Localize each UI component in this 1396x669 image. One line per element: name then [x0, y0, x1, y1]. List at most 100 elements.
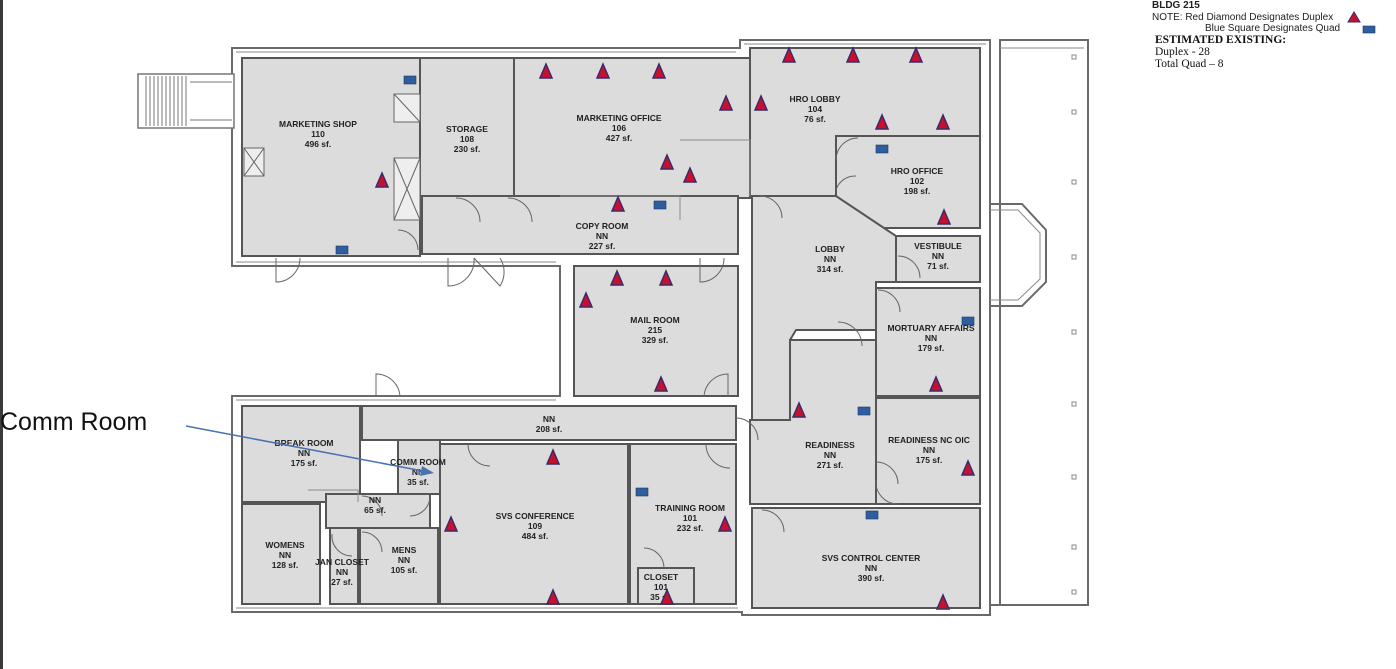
duplex-marker: [658, 269, 674, 286]
label-mortuary-affairs-area: 179 sf.: [918, 343, 944, 353]
room-mail-room: [573, 265, 739, 397]
duplex-marker: [718, 94, 734, 111]
room-readiness-nc-oic: [875, 397, 981, 505]
label-readiness-nc-oic-name: READINESS NC OIC: [888, 435, 970, 445]
label-comm-room-area: 35 sf.: [407, 477, 429, 487]
duplex-marker: [936, 208, 952, 225]
label-hro-office-name: HRO OFFICE: [891, 166, 944, 176]
label-nn-65-num: NN: [369, 495, 381, 505]
label-lobby-name: LOBBY: [815, 244, 845, 254]
label-copy-room-name: COPY ROOM: [576, 221, 629, 231]
duplex-marker: [781, 46, 797, 63]
label-readiness-area: 271 sf.: [817, 460, 843, 470]
label-copy-room-num: NN: [596, 231, 608, 241]
label-vestibule-area: 71 sf.: [927, 261, 949, 271]
label-womens-num: NN: [279, 550, 291, 560]
duplex-marker: [960, 459, 976, 476]
label-hro-office-area: 198 sf.: [904, 186, 930, 196]
label-hro-lobby-name: HRO LOBBY: [790, 94, 841, 104]
page-edge-bar: [0, 0, 3, 669]
interior-details: [243, 93, 751, 502]
label-svs-control-center-area: 390 sf.: [858, 573, 884, 583]
duplex-marker: [609, 269, 625, 286]
label-svs-control-center-name: SVS CONTROL CENTER: [822, 553, 921, 563]
label-hro-lobby-area: 76 sf.: [804, 114, 826, 124]
label-comm-room-num: NN: [412, 467, 424, 477]
room-marketing-office: [513, 57, 751, 199]
room-mortuary-affairs: [875, 287, 981, 397]
legend-note-line1: NOTE: Red Diamond Designates Duplex: [1152, 11, 1334, 23]
label-readiness-nc-oic-area: 175 sf.: [916, 455, 942, 465]
label-readiness-num: NN: [824, 450, 836, 460]
room-marketing-shop: [241, 57, 421, 257]
label-hro-lobby-num: 104: [808, 104, 822, 114]
vestibule-bay: [990, 203, 1047, 307]
exterior-dots: [1071, 54, 1077, 595]
room-svs-conference: [439, 443, 629, 605]
quad-marker: [961, 316, 975, 326]
quad-marker: [865, 510, 879, 520]
label-womens-name: WOMENS: [265, 540, 305, 550]
duplex-marker: [659, 153, 675, 170]
duplex-marker: [443, 515, 459, 532]
label-readiness-name: READINESS: [805, 440, 855, 450]
duplex-marker: [935, 593, 951, 610]
quad-marker: [635, 487, 649, 497]
duplex-marker: [538, 62, 554, 79]
label-break-room-name: BREAK ROOM: [274, 438, 333, 448]
duplex-marker: [374, 171, 390, 188]
room-corridor: [361, 405, 737, 441]
legend: BLDG 215 NOTE: Red Diamond Designates Du…: [1152, 0, 1392, 70]
label-mens-name: MENS: [392, 545, 417, 555]
duplex-marker: [651, 62, 667, 79]
quad-marker: [857, 406, 871, 416]
quad-marker: [335, 245, 349, 255]
room-storage: [419, 57, 515, 221]
room-womens: [241, 503, 321, 605]
label-hro-office-num: 102: [910, 176, 924, 186]
duplex-marker: [610, 195, 626, 212]
label-mortuary-affairs-num: NN: [925, 333, 937, 343]
label-break-room-num: NN: [298, 448, 310, 458]
label-storage-name: STORAGE: [446, 124, 488, 134]
duplex-marker: [578, 291, 594, 308]
door-swings: [275, 137, 921, 569]
label-svs-control-center-num: NN: [865, 563, 877, 573]
duplex-marker: [717, 515, 733, 532]
label-break-room-area: 175 sf.: [291, 458, 317, 468]
comm-room-arrow: [185, 425, 434, 476]
legend-building: BLDG 215: [1152, 0, 1200, 11]
label-marketing-shop-num: 110: [311, 129, 325, 139]
room-copy-room: [421, 195, 739, 255]
label-marketing-shop-area: 496 sf.: [305, 139, 331, 149]
duplex-marker: [908, 46, 924, 63]
duplex-marker: [545, 588, 561, 605]
legend-estimated-heading: ESTIMATED EXISTING:: [1155, 34, 1287, 46]
room-break-room: [241, 405, 361, 503]
label-jan-closet-name: JAN CLOSET: [315, 557, 370, 567]
label-training-room-num: 101: [683, 513, 697, 523]
label-svs-conference-name: SVS CONFERENCE: [496, 511, 575, 521]
label-closet-num: 101: [654, 582, 668, 592]
duplex-marker: [791, 401, 807, 418]
duplex-marker: [682, 166, 698, 183]
label-marketing-office-name: MARKETING OFFICE: [577, 113, 662, 123]
duplex-marker: [874, 113, 890, 130]
label-copy-room-area: 227 sf.: [589, 241, 615, 251]
label-mens-area: 105 sf.: [391, 565, 417, 575]
label-svs-conference-num: 109: [528, 521, 542, 531]
duplex-marker: [753, 94, 769, 111]
room-nn-65: [325, 493, 431, 529]
label-mail-room-area: 329 sf.: [642, 335, 668, 345]
label-closet-area: 35 sf.: [650, 592, 672, 602]
room-labels: MARKETING SHOP 110 496 sf. STORAGE 108 2…: [265, 94, 974, 602]
quad-marker: [875, 144, 889, 154]
label-storage-area: 230 sf.: [454, 144, 480, 154]
label-svs-conference-area: 484 sf.: [522, 531, 548, 541]
duplex-marker: [935, 113, 951, 130]
label-training-room-name: TRAINING ROOM: [655, 503, 725, 513]
label-readiness-nc-oic-num: NN: [923, 445, 935, 455]
label-corridor-num: NN: [543, 414, 555, 424]
legend-note-line2: Blue Square Designates Quad: [1205, 23, 1341, 34]
